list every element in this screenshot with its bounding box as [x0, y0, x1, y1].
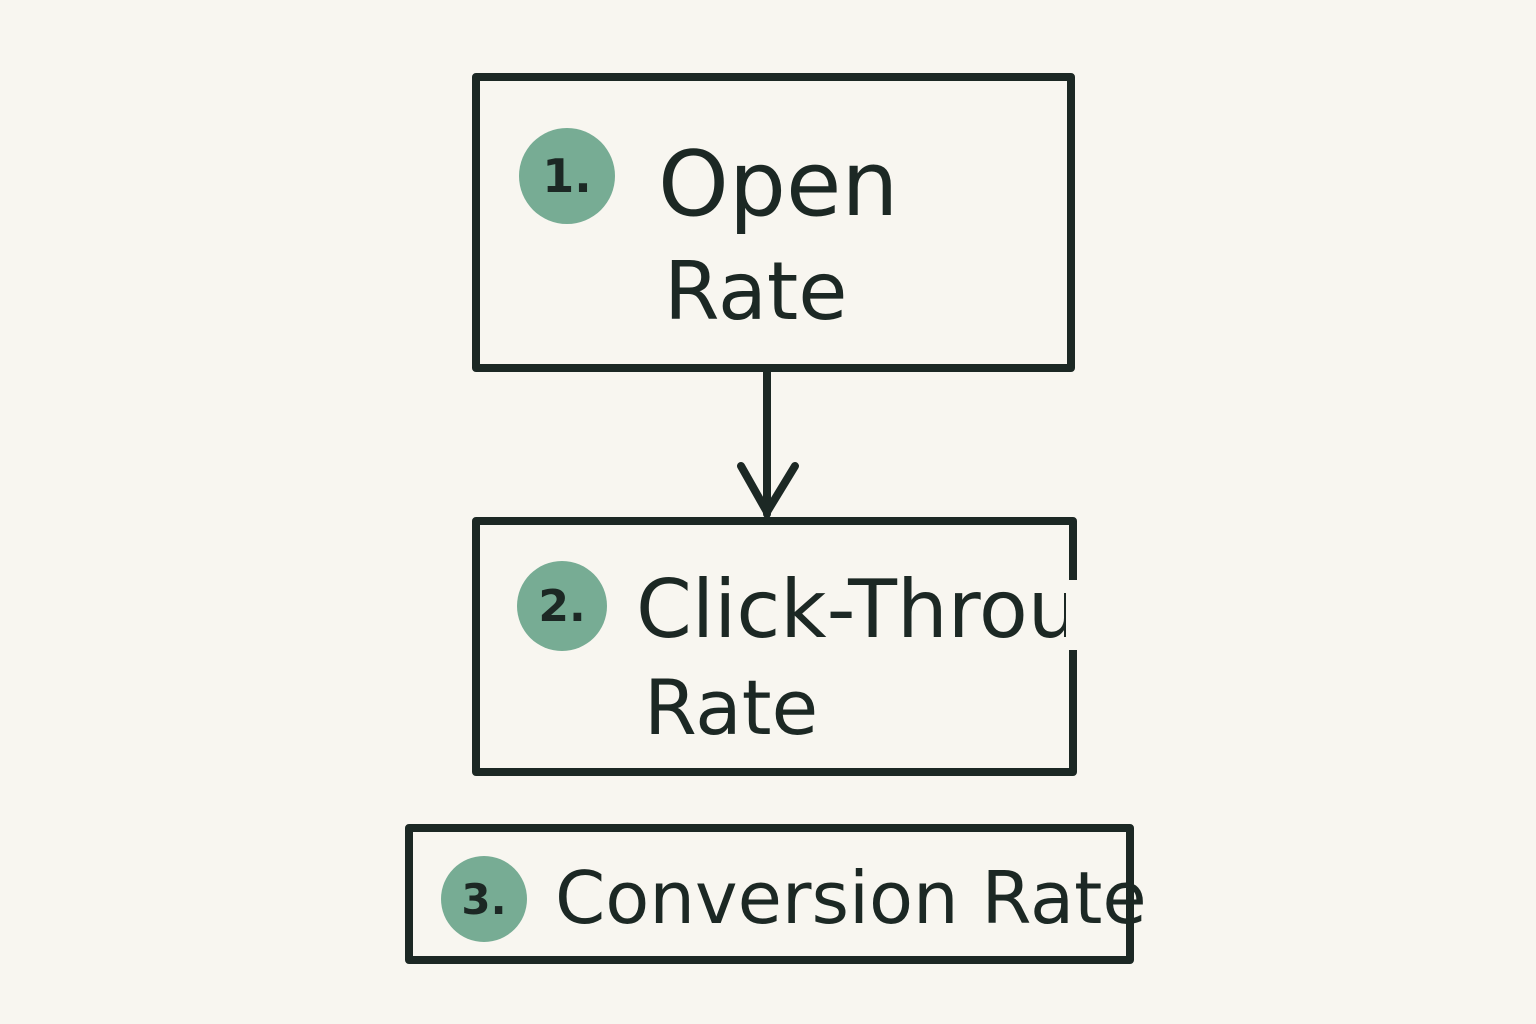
step-label-clip: Click-Through Rate: [636, 560, 1066, 760]
box-edge-gap: [1068, 580, 1080, 650]
step-label-line1: Open: [658, 132, 899, 237]
step-number-badge: 3.: [441, 856, 527, 942]
step-label-line1: Click-Through: [636, 563, 1066, 656]
step-label-line2: Rate: [664, 245, 848, 338]
step-label: Conversion Rate: [555, 856, 1147, 940]
arrow-head: [737, 462, 799, 516]
step-box-open-rate: [472, 73, 1075, 372]
step-number: 3.: [461, 874, 507, 924]
step-label-line2: Rate: [644, 663, 819, 752]
step-number: 1.: [542, 149, 592, 203]
step-number: 2.: [538, 580, 586, 632]
step-number-badge: 2.: [517, 561, 607, 651]
step-box-conversion-rate: [405, 824, 1134, 964]
step-number-badge: 1.: [519, 128, 615, 224]
